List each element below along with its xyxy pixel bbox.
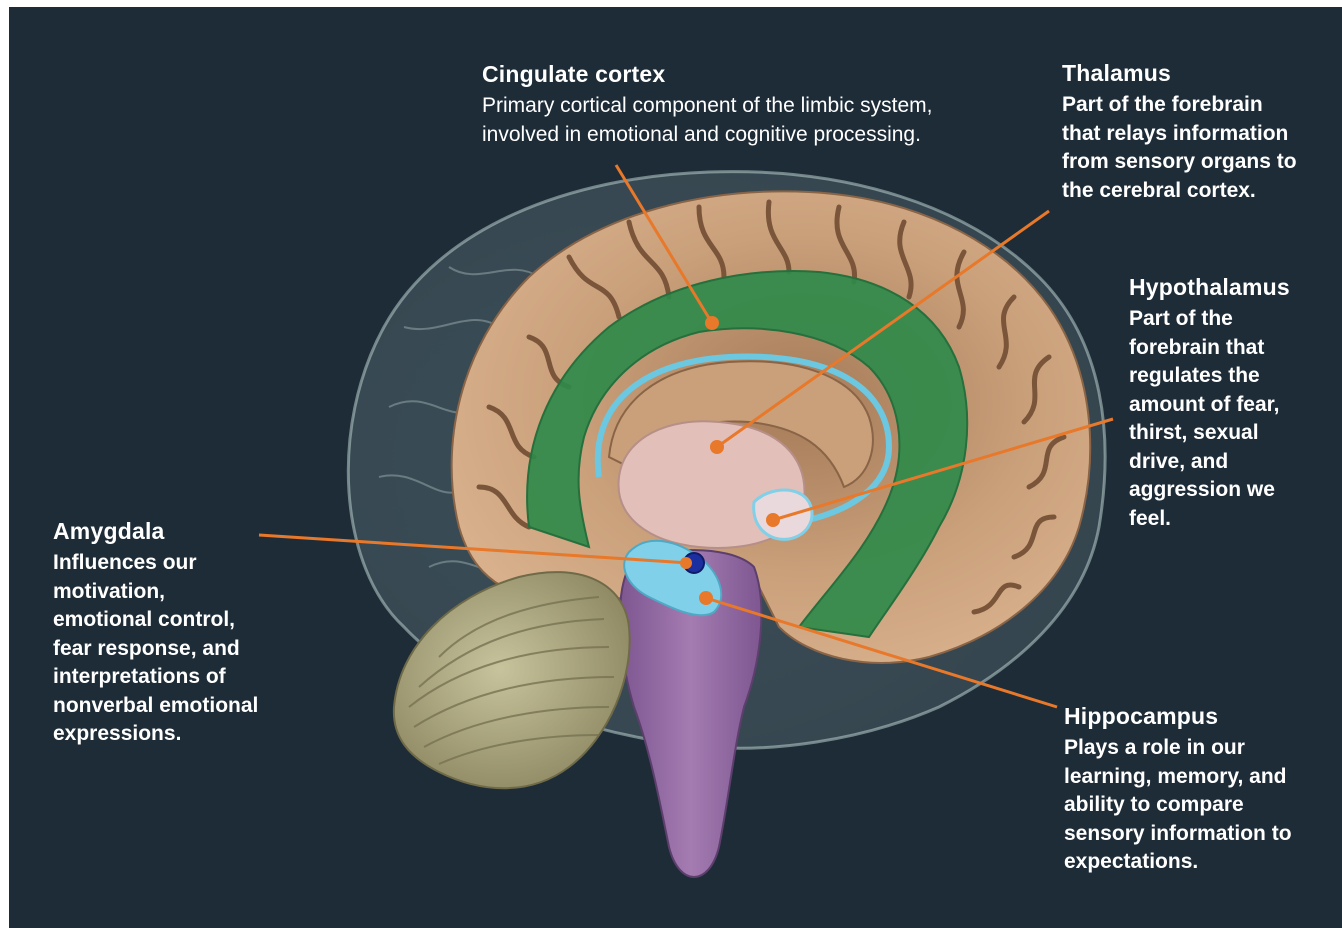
amygdala-callout: Amygdala Influences our motivation, emot… [53, 517, 313, 749]
description-line: nonverbal emotional [53, 692, 313, 721]
description-line: amount of fear, [1129, 391, 1339, 420]
description-line: interpretations of [53, 663, 313, 692]
description-line: aggression we [1129, 476, 1339, 505]
hippocampus-title: Hippocampus [1064, 702, 1339, 730]
description-line: ability to compare [1064, 791, 1339, 820]
thalamus-endpoint-dot [710, 440, 724, 454]
hypothalamus-title: Hypothalamus [1129, 273, 1339, 301]
description-line: emotional control, [53, 606, 313, 635]
description-line: from sensory organs to [1062, 148, 1342, 177]
amygdala-endpoint-dot [680, 557, 692, 569]
hypothalamus-description: Part of the forebrain that regulates the… [1129, 305, 1339, 533]
description-line: Part of the forebrain [1062, 91, 1342, 120]
description-line: thirst, sexual [1129, 419, 1339, 448]
description-line: the cerebral cortex. [1062, 177, 1342, 206]
description-line: feel. [1129, 505, 1339, 534]
description-line: that relays information [1062, 120, 1342, 149]
cingulate-endpoint-dot [705, 316, 719, 330]
thalamus-description: Part of the forebrain that relays inform… [1062, 91, 1342, 205]
description-line: Part of the [1129, 305, 1339, 334]
description-line: forebrain that [1129, 334, 1339, 363]
description-line: expectations. [1064, 848, 1339, 877]
description-line: Primary cortical component of the limbic… [482, 92, 1042, 121]
description-line: expressions. [53, 720, 313, 749]
amygdala-title: Amygdala [53, 517, 313, 545]
hypothalamus-callout: Hypothalamus Part of the forebrain that … [1129, 273, 1339, 533]
description-line: regulates the [1129, 362, 1339, 391]
cingulate-cortex-title: Cingulate cortex [482, 60, 1042, 88]
description-line: Plays a role in our [1064, 734, 1339, 763]
diagram-canvas: Cingulate cortex Primary cortical compon… [9, 7, 1342, 928]
description-line: learning, memory, and [1064, 763, 1339, 792]
description-line: involved in emotional and cognitive proc… [482, 121, 1042, 150]
description-line: Influences our [53, 549, 313, 578]
hippocampus-endpoint-dot [699, 591, 713, 605]
hippocampus-description: Plays a role in our learning, memory, an… [1064, 734, 1339, 877]
amygdala-description: Influences our motivation, emotional con… [53, 549, 313, 749]
hypothalamus-region [754, 490, 812, 539]
description-line: motivation, [53, 578, 313, 607]
hypothalamus-endpoint-dot [766, 513, 780, 527]
description-line: drive, and [1129, 448, 1339, 477]
cingulate-cortex-callout: Cingulate cortex Primary cortical compon… [482, 60, 1042, 149]
thalamus-title: Thalamus [1062, 59, 1342, 87]
thalamus-callout: Thalamus Part of the forebrain that rela… [1062, 59, 1342, 205]
cingulate-cortex-description: Primary cortical component of the limbic… [482, 92, 1042, 149]
description-line: fear response, and [53, 635, 313, 664]
hippocampus-callout: Hippocampus Plays a role in our learning… [1064, 702, 1339, 877]
description-line: sensory information to [1064, 820, 1339, 849]
